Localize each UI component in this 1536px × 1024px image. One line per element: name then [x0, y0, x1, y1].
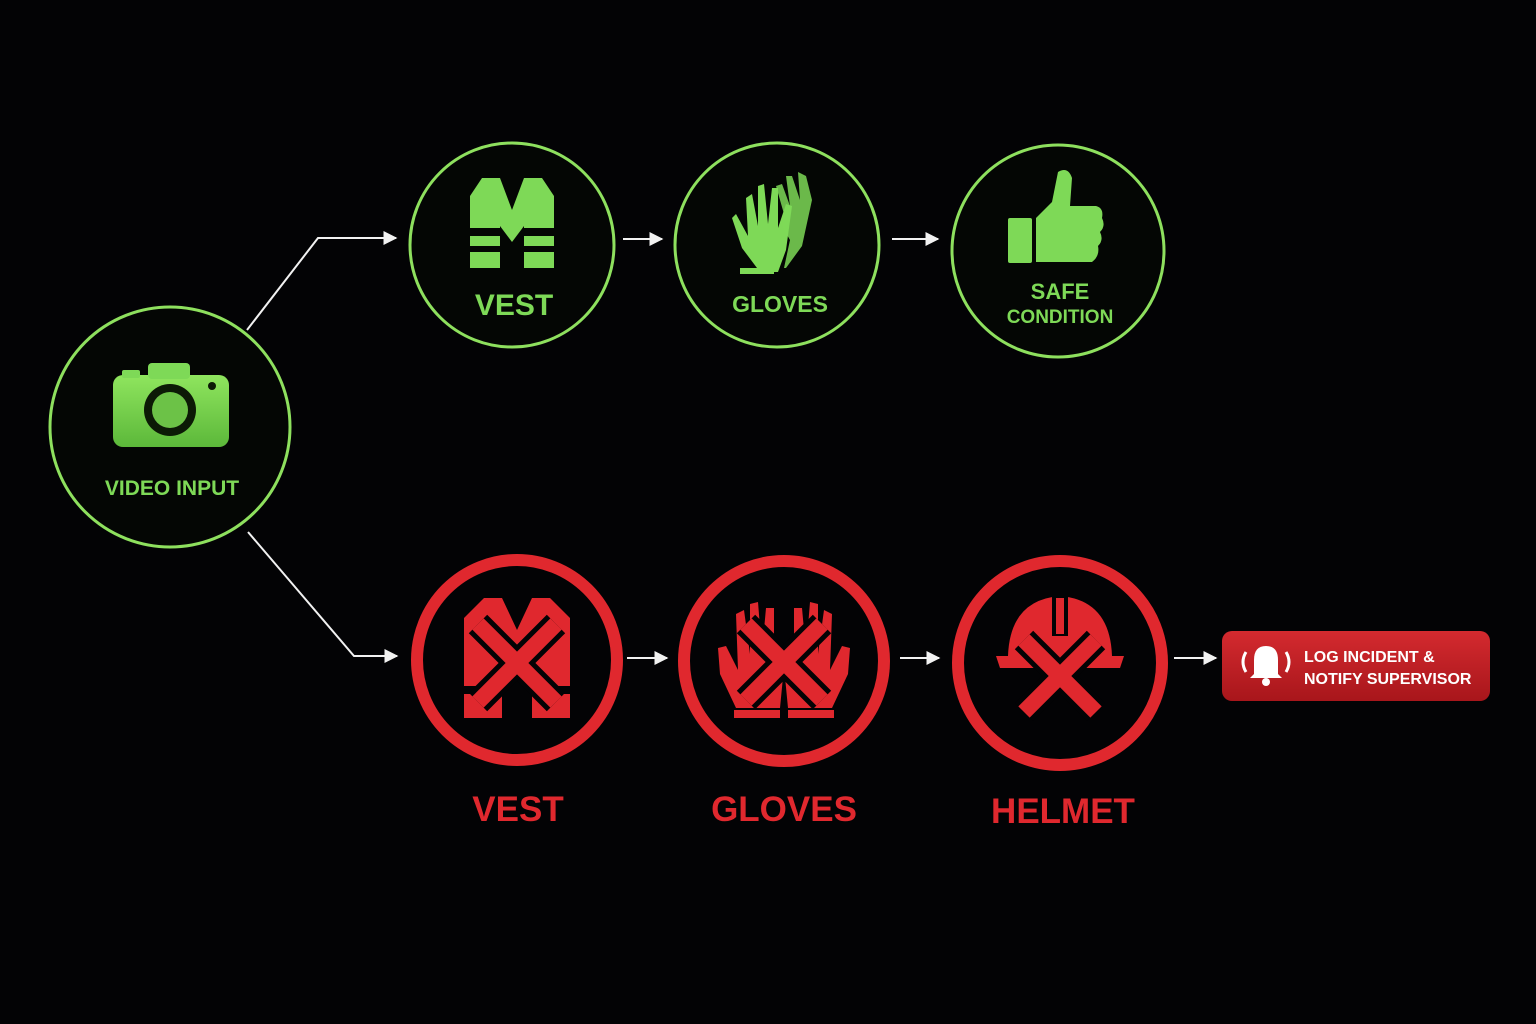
alarm-bell-icon — [1241, 646, 1291, 686]
vest-crossed-icon — [464, 598, 570, 718]
violation-helmet-node — [952, 555, 1168, 771]
gloves-crossed-icon — [718, 602, 850, 718]
compliant-gloves-label: GLOVES — [732, 291, 828, 317]
log-incident-notify-supervisor-box: LOG INCIDENT & NOTIFY SUPERVISOR — [1222, 631, 1490, 701]
violation-gloves-node — [678, 555, 890, 767]
compliant-vest-node: VEST — [408, 141, 616, 349]
alert-text-line2: NOTIFY SUPERVISOR — [1304, 671, 1472, 688]
safe-condition-label-line2: CONDITION — [1007, 307, 1114, 328]
compliant-gloves-node: GLOVES — [673, 141, 881, 349]
violation-vest-label: VEST — [472, 790, 563, 829]
safety-vest-icon — [470, 178, 554, 268]
safe-condition-node: SAFE CONDITION — [950, 143, 1166, 359]
connectors — [246, 231, 1218, 665]
video-input-node: VIDEO INPUT — [48, 305, 292, 549]
camera-icon — [113, 363, 229, 447]
alert-text-line1: LOG INCIDENT & — [1304, 649, 1435, 666]
safe-condition-label-line1: SAFE — [1031, 279, 1090, 304]
violation-helmet-label: HELMET — [991, 792, 1135, 831]
violation-vest-node — [411, 554, 623, 766]
thumbs-up-icon — [1008, 170, 1104, 263]
helmet-crossed-icon — [996, 596, 1124, 722]
compliant-vest-label: VEST — [475, 289, 553, 322]
compliant-vest-ring — [408, 141, 616, 349]
connector-source-to-vest-ok — [246, 231, 398, 331]
alert-box-bg — [1222, 631, 1490, 701]
video-input-label: VIDEO INPUT — [105, 477, 239, 500]
violation-gloves-label: GLOVES — [711, 790, 857, 829]
connector-source-to-vest-fail — [247, 531, 399, 663]
gloves-icon — [732, 172, 812, 274]
